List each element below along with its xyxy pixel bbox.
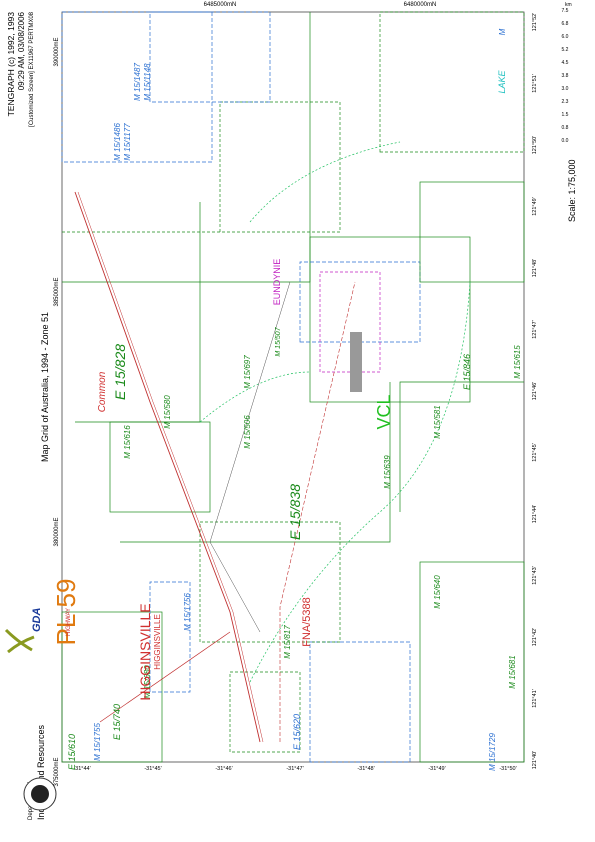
tenement-label-m15177: M 15/1177 [123,123,132,161]
longitude-label: 121°40' [532,751,538,770]
place-eundynie: EUNDYNIE [272,259,282,306]
map-title: Map Grid of Australia, 1994 - Zone 51 [40,312,50,462]
state-seal-icon [23,777,57,811]
scale-tick-label: 4.5 [562,60,569,66]
easting-label: 380000mE [54,517,60,546]
scale-text: Scale: 1:75,000 [567,159,577,222]
scale-tick-label: 1.5 [562,112,569,118]
tenement-label-m15639: M 15/639 [383,455,392,489]
tenement-label-m15616: M 15/616 [123,425,132,459]
longitude-label: 121°41' [532,689,538,708]
easting-label: 375000mE [54,757,60,786]
place-pl59: PL 59 [51,579,81,646]
longitude-label: 121°52' [532,13,538,32]
tenement-label-e15838: E 15/838 [287,484,303,540]
gda-logo-icon [4,628,35,654]
scale-unit: km [565,2,572,8]
hatched-patch [350,332,362,392]
scale-tick-label: 7.5 [562,8,569,14]
easting-label: 390000mE [54,37,60,66]
place-common: Common [97,371,108,412]
latitude-label: -31°50' [499,766,516,772]
tenement-label-m15729: M 15/1729 [488,733,497,771]
latitude-label: -31°46' [215,766,232,772]
scale-tick-label: 2.3 [562,99,569,105]
tenement-label-m15580: M 15/580 [163,395,172,429]
tenement-label-m15756: M 15/1756 [183,593,192,631]
place-highway: HIGHWAY [66,608,72,636]
longitude-label: 121°48' [532,259,538,278]
tenement-label-m15487: M 15/1487 [133,63,142,101]
tenement-label-m15640: M 15/640 [433,575,442,609]
scale-tick-label: 6.8 [562,21,569,27]
longitude-label: 121°46' [532,382,538,401]
gda-logo-text: GDA [31,608,43,633]
tenement-label-m15581: M 15/581 [433,405,442,438]
latitude-label: -31°49' [428,766,445,772]
tenement-label-m15817: M 15/817 [283,625,292,659]
tenement-label-m15506: M 15/506 [243,415,252,449]
scale-tick-label: 5.2 [562,47,569,53]
tenement-label-e15620: E 15/620 [292,714,302,750]
longitude-label: 121°51' [532,74,538,93]
tenement-label-e15740: E 15/740 [112,704,122,740]
longitude-label: 121°44' [532,505,538,524]
latitude-label: -31°47' [286,766,303,772]
place-vcl: VCL [374,394,394,429]
scale-tick-label: 6.0 [562,34,569,40]
latitude-label: -31°48' [357,766,374,772]
place-m-corner: M [498,28,507,35]
scale-tick-label: 3.8 [562,73,569,79]
tenement-label-e15828: E 15/828 [112,344,128,400]
tengraph-line3: [Customized Screen] EX11967 PERTMX08 [29,11,35,126]
dept-line2: Industry and Resources [36,724,46,820]
tengraph-line1: TENGRAPH (c) 1992, 1993 [6,12,16,117]
scale-tick-label: 0.0 [562,138,569,144]
place-fna: FNA/5388 [301,597,313,647]
northing-label: 6480000mN [404,2,437,8]
scale-bar: 0.0 0.8 1.5 2.3 3.0 3.8 4.5 5.2 6.0 6.8 7.5km [562,2,572,144]
tengraph-line2: 09:29 AM, 03/08/2006 [17,11,26,90]
longitude-label: 121°47' [532,320,538,339]
tenement-labels: E 15/828 E 15/838 E 15/846 E 15/740 E 15/610… [67,63,522,771]
tenement-label-m15680: M 15/680 [143,665,152,699]
roads [74,191,356,743]
scale-tick-label: 3.0 [562,86,569,92]
longitude-label: 121°42' [532,628,538,647]
longitude-label: 121°43' [532,566,538,585]
map-frame [61,11,525,763]
tenement-label-m15615: M 15/615 [513,345,522,379]
latitude-label: -31°44' [73,766,90,772]
place-lake: LAKE [497,69,507,93]
tenement-label-e15610: E 15/610 [67,734,77,770]
longitude-label: 121°50' [532,136,538,155]
place-higginsville-big: HIGGINSVILLE [137,603,153,700]
tenement-label-m15148: M 15/1148 [143,63,152,101]
scale-tick-label: 0.8 [562,125,569,131]
northing-label: 6485000mN [204,2,237,8]
tenement-label-m15697: M 15/697 [243,355,252,389]
tenement-label-e15846: E 15/846 [462,354,472,390]
tenement-label-m15486: M 15/1486 [113,123,122,161]
easting-label: 385000mE [54,277,60,306]
latitude-label: -31°45' [144,766,161,772]
tenement-label-m15755: M 15/1755 [93,723,102,761]
place-higginsville-small: HIGGINSVILLE [153,614,162,670]
tenement-label-m15681: M 15/681 [508,655,517,688]
longitude-label: 121°49' [532,197,538,216]
tenement-label-m15507: M 15/507 [275,326,282,356]
grid-labels: 375000mE 380000mE 385000mE 390000mE 6485000m… [54,2,538,787]
longitude-label: 121°45' [532,443,538,462]
